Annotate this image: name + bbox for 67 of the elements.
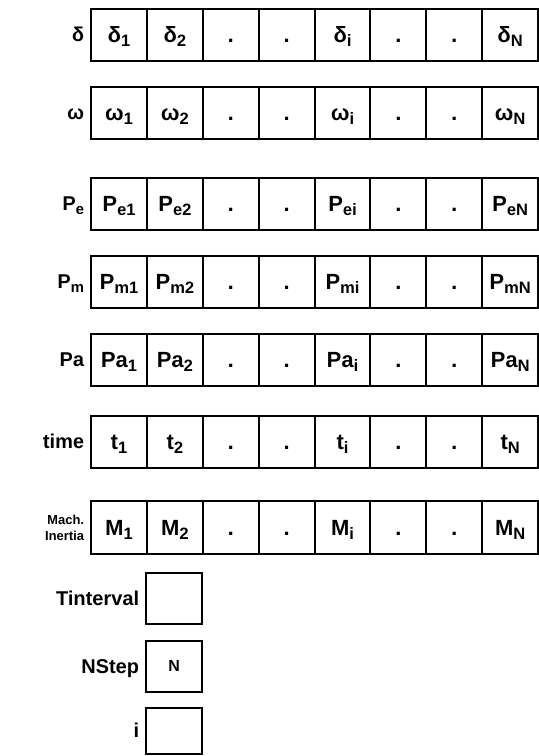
cell-value: . (395, 102, 402, 124)
cell-value: . (451, 102, 458, 124)
row-label: Mach. Inertia (44, 511, 84, 544)
row-label: P$_{e}$ (62, 192, 84, 219)
cell-value: . (284, 24, 290, 46)
cell-value: . (451, 516, 458, 538)
cell-value: ω$_{1}$ (105, 102, 133, 124)
cell-value: . (284, 516, 290, 538)
cell-value: . (395, 271, 402, 293)
cell-value: t$_{1}$ (110, 431, 128, 453)
cell-value: . (228, 271, 234, 293)
cell-value: ω$_{2}$ (160, 102, 189, 124)
cell-value: . (395, 349, 402, 371)
cell-value: ω$_{i}$ (330, 102, 354, 124)
row-label: NStep (81, 654, 139, 680)
cell-value: . (395, 516, 402, 538)
cell-value: t$_{2}$ (166, 431, 184, 453)
cell-value: δ$_{1}$ (108, 24, 130, 46)
cell-value: P$_{ei}$ (328, 193, 357, 215)
box-value: N (168, 656, 180, 676)
row-label: ω (67, 101, 84, 126)
cell-value: Pa$_{N}$ (490, 349, 530, 371)
cell-value: M$_{i}$ (330, 516, 354, 538)
cell-value: . (395, 24, 402, 46)
cell-value: . (395, 431, 402, 453)
row-label: time (42, 430, 84, 455)
cell-value: t$_{i}$ (336, 431, 348, 453)
cell-value: M$_{2}$ (161, 516, 189, 538)
cell-value: ω$_{N}$ (494, 102, 526, 124)
row-label: Tinterval (56, 586, 139, 612)
row-label: i (133, 719, 139, 744)
cell-value: P$_{e1}$ (102, 193, 136, 215)
cell-value: t$_{N}$ (500, 431, 520, 453)
cell-value: . (451, 349, 458, 371)
row-label: P$_{m}$ (57, 270, 84, 297)
cell-value: . (228, 431, 234, 453)
cell-value: . (451, 431, 458, 453)
cell-value: . (228, 516, 234, 538)
cell-value: . (284, 102, 290, 124)
cell-value: Pa$_{2}$ (156, 349, 193, 371)
cell-value: Pa$_{i}$ (326, 349, 358, 371)
cell-value: . (284, 431, 290, 453)
cell-value: P$_{e2}$ (158, 193, 192, 215)
cell-value: . (228, 102, 234, 124)
cell-value: P$_{mi}$ (325, 271, 360, 293)
cell-value: . (451, 271, 458, 293)
cell-value: P$_{eN}$ (492, 193, 528, 215)
cell-value: P$_{m2}$ (156, 271, 194, 293)
cell-value: P$_{m1}$ (100, 271, 138, 293)
cell-value: . (284, 193, 290, 215)
cell-value: . (395, 193, 402, 215)
cell-value: . (228, 349, 234, 371)
cell-value: . (284, 349, 290, 371)
cell-value: δ$_{2}$ (164, 24, 186, 46)
cell-value: δ$_{i}$ (333, 24, 352, 46)
cell-value: . (451, 193, 458, 215)
cell-value: δ$_{N}$ (497, 24, 523, 46)
cell-value: . (451, 24, 458, 46)
cell-value: M$_{1}$ (105, 516, 133, 538)
cell-value: . (284, 271, 290, 293)
row-label: δ (72, 23, 84, 48)
cell-value: M$_{N}$ (494, 516, 526, 538)
cell-value: . (228, 193, 234, 215)
row-label: Pa (60, 348, 84, 373)
cell-value: P$_{mN}$ (489, 271, 531, 293)
cell-value: Pa$_{1}$ (100, 349, 137, 371)
cell-value: . (228, 24, 234, 46)
